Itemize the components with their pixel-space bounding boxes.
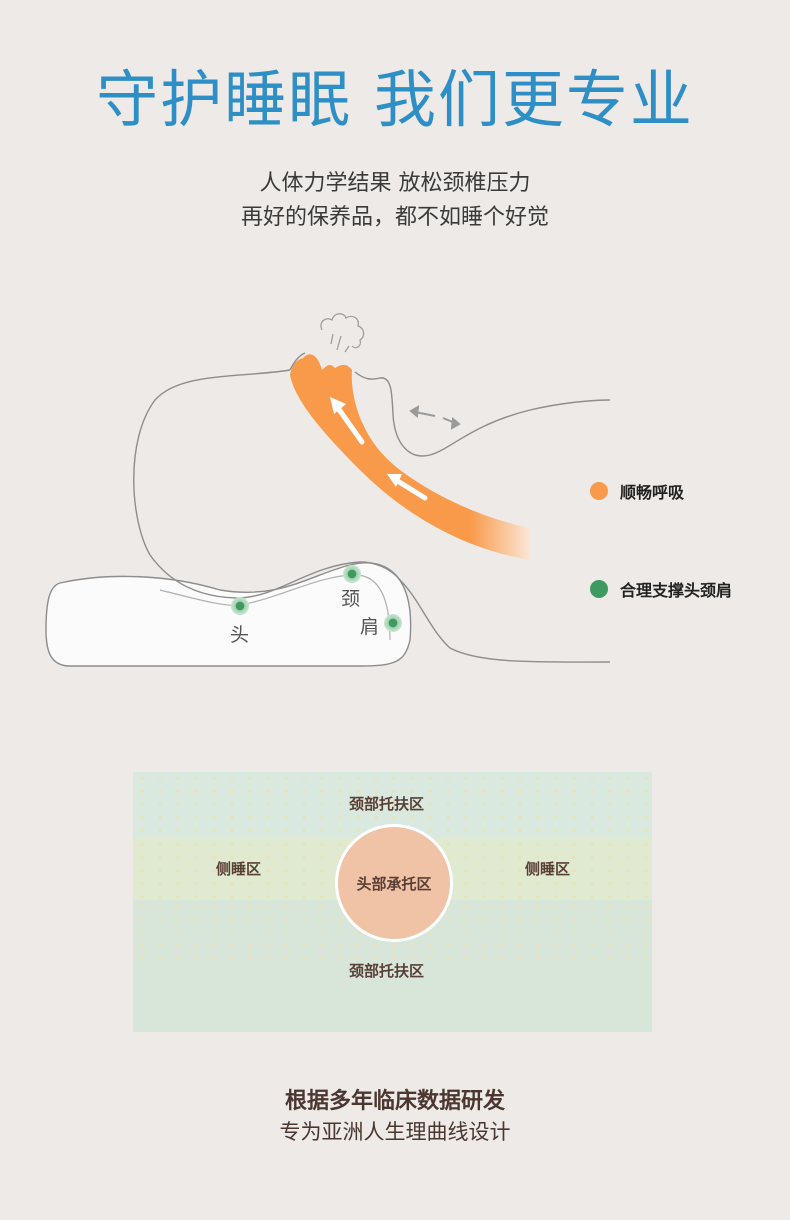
page-headline: 守护睡眠 我们更专业 bbox=[96, 63, 694, 136]
legend-label: 顺畅呼吸 bbox=[620, 483, 685, 502]
orange-dot-icon bbox=[590, 482, 608, 500]
airway-shape bbox=[290, 354, 530, 560]
zone-label-side-left: 侧睡区 bbox=[216, 860, 262, 878]
zone-label-neck-top: 颈部托扶区 bbox=[349, 795, 425, 813]
subheadline-1: 人体力学结果 放松颈椎压力 bbox=[259, 171, 531, 196]
legend-label: 合理支撑头颈肩 bbox=[620, 581, 733, 600]
footer-title: 根据多年临床数据研发 bbox=[284, 1089, 505, 1114]
snore-puff-icon bbox=[320, 313, 365, 349]
legend-smooth-breathing: 顺畅呼吸 bbox=[590, 479, 684, 503]
movement-arrow-icon bbox=[409, 405, 461, 430]
pillow-zone-map: 颈部托扶区 侧睡区 侧睡区 头部承托区 颈部托扶区 bbox=[133, 772, 652, 1032]
green-dot-icon bbox=[590, 580, 608, 598]
pillow-shape bbox=[45, 562, 412, 667]
sleep-posture-illustration bbox=[45, 313, 611, 667]
label-neck: 颈 bbox=[341, 588, 361, 610]
label-head: 头 bbox=[230, 624, 250, 646]
head-outline bbox=[133, 369, 401, 599]
zone-label-neck-bottom: 颈部托扶区 bbox=[349, 962, 425, 980]
label-shoulder: 肩 bbox=[360, 616, 380, 638]
zone-head-center: 头部承托区 bbox=[335, 824, 453, 942]
zone-label-head: 头部承托区 bbox=[356, 874, 432, 893]
legend-support: 合理支撑头颈肩 bbox=[590, 577, 732, 601]
footer-subtitle: 专为亚洲人生理曲线设计 bbox=[279, 1120, 511, 1144]
subheadline-2: 再好的保养品，都不如睡个好觉 bbox=[240, 205, 549, 230]
zone-label-side-right: 侧睡区 bbox=[525, 860, 571, 878]
